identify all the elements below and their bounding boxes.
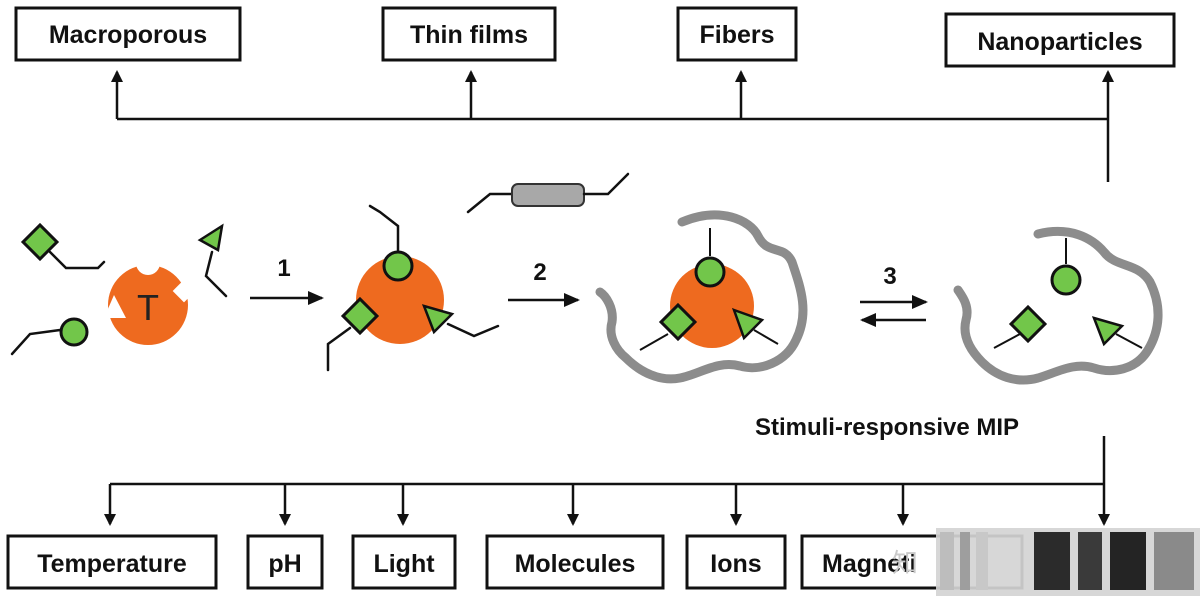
triangle-monomer-icon (197, 223, 228, 298)
stage-imprinted-polymer (595, 210, 808, 384)
format-box-macroporous: Macroporous (14, 6, 242, 62)
mip-caption: Stimuli-responsive MIP (755, 414, 1019, 441)
stage-free-monomers: T (10, 222, 228, 356)
circle-monomer-icon (368, 204, 414, 282)
stage-mip-cavity (953, 226, 1163, 385)
format-box-thin-films: Thin films (381, 6, 557, 62)
stage-complex (326, 204, 500, 372)
square-monomer-icon (993, 304, 1048, 349)
stimulus-label: Molecules (515, 550, 636, 578)
format-label: Nanoparticles (977, 28, 1142, 56)
stimulus-box-ions: Ions (685, 534, 787, 590)
step-label: 1 (277, 255, 290, 282)
watermark-overlay: 知 (892, 528, 1200, 596)
step-1-arrow: 1 (250, 255, 324, 305)
triangle-monomer-icon (731, 307, 779, 345)
square-monomer-icon (326, 296, 380, 372)
top-connector-tree (111, 70, 1114, 182)
step-label: 3 (883, 263, 896, 290)
polymer-chain-icon (953, 226, 1163, 385)
format-box-nanoparticles: Nanoparticles (944, 12, 1176, 68)
stimulus-box-molecules: Molecules (485, 534, 665, 590)
template-label: T (137, 287, 159, 328)
circle-monomer-icon (1050, 238, 1082, 296)
format-label: Fibers (699, 21, 774, 49)
polymer-chain-icon (595, 210, 808, 384)
bottom-connector-tree (104, 436, 1110, 526)
circle-monomer-icon (10, 317, 89, 356)
square-monomer-icon (20, 222, 106, 270)
triangle-monomer-icon (1091, 316, 1143, 349)
stimulus-label: Magneti (822, 550, 916, 578)
crosslinker-icon (466, 172, 630, 214)
stimulus-label: Temperature (37, 550, 187, 578)
template-icon: T (104, 251, 196, 345)
stimulus-label: pH (268, 550, 301, 578)
stimulus-box-light: Light (351, 534, 457, 590)
stimulus-label: Light (373, 550, 435, 578)
step-2-arrow: 2 (508, 259, 580, 307)
format-label: Thin films (410, 21, 528, 49)
format-box-fibers: Fibers (676, 6, 798, 62)
circle-monomer-icon (694, 228, 726, 288)
step-label: 2 (533, 259, 546, 286)
equilibrium-arrows-icon: 3 (860, 263, 928, 327)
template-icon (356, 256, 444, 344)
square-monomer-icon (639, 302, 698, 351)
format-label: Macroporous (49, 21, 207, 49)
stimulus-box-ph: pH (246, 534, 324, 590)
triangle-monomer-icon (421, 304, 500, 338)
stimulus-box-temperature: Temperature (6, 534, 218, 590)
watermark-text: 知 (892, 549, 918, 579)
stimulus-label: Ions (710, 550, 761, 578)
